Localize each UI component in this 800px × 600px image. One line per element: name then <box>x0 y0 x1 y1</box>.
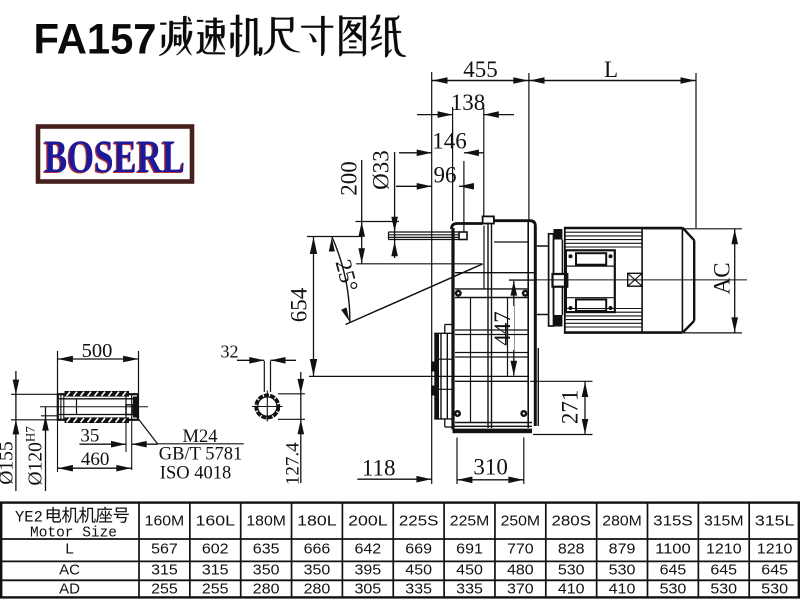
svg-text:255: 255 <box>151 581 178 597</box>
svg-text:315S: 315S <box>653 514 693 530</box>
svg-text:567: 567 <box>151 542 178 558</box>
svg-text:200L: 200L <box>348 514 388 530</box>
svg-text:530: 530 <box>710 581 737 597</box>
svg-text:225M: 225M <box>450 514 490 530</box>
svg-text:225S: 225S <box>399 514 439 530</box>
svg-text:Ø155: Ø155 <box>0 441 18 484</box>
svg-text:770: 770 <box>507 542 534 558</box>
svg-text:500: 500 <box>82 340 113 362</box>
svg-text:L: L <box>65 541 73 558</box>
svg-text:315L: 315L <box>755 514 795 530</box>
svg-text:315: 315 <box>151 562 178 578</box>
svg-text:645: 645 <box>660 562 687 578</box>
svg-text:395: 395 <box>355 562 382 578</box>
svg-text:ISO 4018: ISO 4018 <box>160 464 231 484</box>
svg-text:315M: 315M <box>704 514 744 530</box>
svg-text:M24: M24 <box>183 427 218 447</box>
svg-text:450: 450 <box>405 562 432 578</box>
svg-text:255: 255 <box>202 581 229 597</box>
svg-text:691: 691 <box>456 542 483 558</box>
svg-text:AC: AC <box>710 262 735 294</box>
svg-text:280: 280 <box>253 581 280 597</box>
svg-text:1100: 1100 <box>655 542 691 558</box>
svg-text:BOSERL: BOSERL <box>43 131 184 183</box>
svg-text:335: 335 <box>456 581 483 597</box>
svg-text:828: 828 <box>558 542 585 558</box>
svg-text:118: 118 <box>362 456 396 481</box>
svg-text:AC: AC <box>59 561 80 578</box>
svg-text:350: 350 <box>304 562 331 578</box>
svg-text:310: 310 <box>473 455 508 480</box>
svg-text:96: 96 <box>434 163 457 188</box>
svg-text:FA157: FA157 <box>34 17 157 64</box>
svg-text:280S: 280S <box>552 514 592 530</box>
svg-text:335: 335 <box>405 581 432 597</box>
svg-text:530: 530 <box>609 562 636 578</box>
svg-text:1210: 1210 <box>757 542 793 558</box>
svg-text:32: 32 <box>221 342 239 362</box>
svg-text:480: 480 <box>507 562 534 578</box>
svg-text:447: 447 <box>490 311 515 346</box>
svg-text:645: 645 <box>761 562 788 578</box>
svg-text:410: 410 <box>558 581 585 597</box>
svg-text:1210: 1210 <box>706 542 742 558</box>
svg-text:BOSERL: BOSERL <box>44 130 185 182</box>
svg-text:271: 271 <box>558 390 583 425</box>
svg-text:138: 138 <box>451 90 486 115</box>
svg-text:460: 460 <box>81 449 110 470</box>
svg-text:879: 879 <box>609 542 636 558</box>
svg-text:Ø33: Ø33 <box>369 150 394 190</box>
svg-text:160L: 160L <box>196 514 236 530</box>
svg-text:146: 146 <box>432 129 467 154</box>
svg-text:GB/T 5781: GB/T 5781 <box>159 445 242 465</box>
svg-text:127.4: 127.4 <box>283 442 304 485</box>
svg-text:645: 645 <box>710 562 737 578</box>
svg-text:180M: 180M <box>246 514 286 530</box>
svg-text:642: 642 <box>355 542 382 558</box>
svg-text:350: 350 <box>253 562 280 578</box>
svg-text:L: L <box>604 57 618 82</box>
svg-text:370: 370 <box>507 581 534 597</box>
svg-text:AD: AD <box>59 580 80 597</box>
svg-text:450: 450 <box>456 562 483 578</box>
svg-text:305: 305 <box>355 581 382 597</box>
svg-text:280M: 280M <box>602 514 642 530</box>
svg-text:666: 666 <box>304 542 331 558</box>
svg-text:602: 602 <box>202 542 229 558</box>
svg-text:635: 635 <box>253 542 280 558</box>
svg-text:35: 35 <box>80 426 99 447</box>
svg-text:410: 410 <box>609 581 636 597</box>
svg-text:Motor Size: Motor Size <box>30 526 117 542</box>
svg-text:180L: 180L <box>297 514 337 530</box>
svg-text:280: 280 <box>304 581 331 597</box>
svg-text:315: 315 <box>202 562 229 578</box>
svg-text:250M: 250M <box>501 514 540 530</box>
svg-text:455: 455 <box>463 57 498 82</box>
svg-text:YE2: YE2 <box>15 509 43 527</box>
svg-text:200: 200 <box>337 161 362 196</box>
svg-text:530: 530 <box>558 562 585 578</box>
svg-text:160M: 160M <box>145 514 185 530</box>
svg-text:530: 530 <box>761 581 788 597</box>
svg-text:654: 654 <box>287 287 312 322</box>
svg-text:669: 669 <box>405 542 432 558</box>
svg-text:530: 530 <box>660 581 687 597</box>
